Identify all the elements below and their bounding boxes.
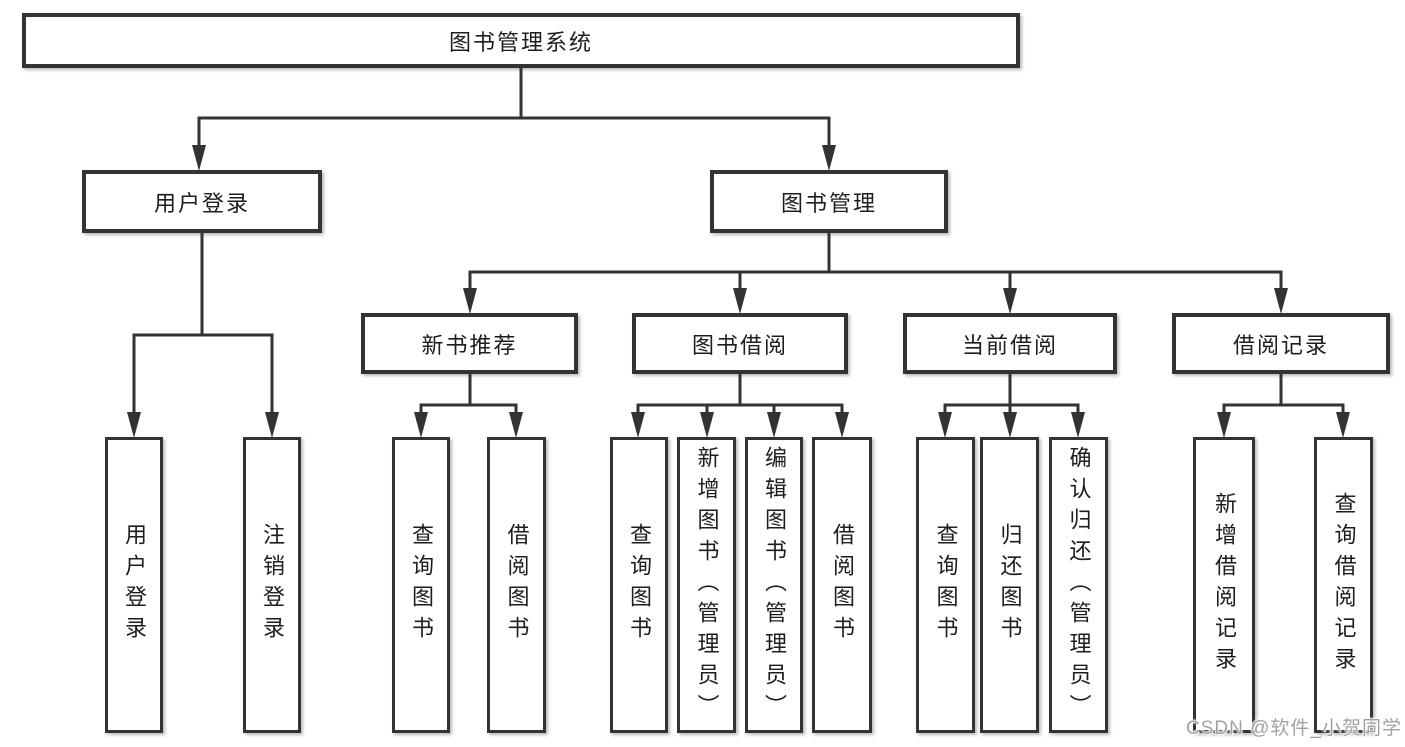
leaf-logout-label: 注销登录	[260, 523, 285, 647]
node-current-borrowing-label: 当前借阅	[961, 332, 1058, 358]
leaf-records-add-record-label: 新增借阅记录	[1212, 492, 1237, 678]
leaf-current-query-books-label: 查询图书	[933, 523, 959, 647]
leaf-borrowing-add-books-admin: 新增图书（管理员）	[677, 437, 736, 733]
node-borrowing-records-label: 借阅记录	[1232, 332, 1329, 358]
leaf-records-query-record: 查询借阅记录	[1314, 437, 1373, 733]
node-root: 图书管理系统	[22, 13, 1020, 68]
leaf-records-add-record: 新增借阅记录	[1193, 437, 1255, 733]
node-book-management: 图书管理	[710, 170, 948, 233]
leaf-current-query-books: 查询图书	[916, 437, 975, 733]
leaf-borrowing-add-books-admin-label: 新增图书（管理员）	[694, 445, 720, 725]
node-current-borrowing: 当前借阅	[903, 313, 1117, 374]
leaf-recommend-borrow-books: 借阅图书	[487, 437, 546, 733]
leaf-borrowing-query-books-label: 查询图书	[627, 523, 652, 647]
node-new-book-recommend: 新书推荐	[361, 313, 578, 374]
leaf-borrowing-edit-books-admin: 编辑图书（管理员）	[745, 437, 803, 733]
node-user-login-label: 用户登录	[153, 190, 250, 216]
leaf-records-query-record-label: 查询借阅记录	[1331, 492, 1357, 678]
leaf-user-login-label: 用户登录	[122, 523, 147, 647]
leaf-current-confirm-return-admin-label: 确认归还（管理员）	[1066, 445, 1092, 725]
leaf-current-confirm-return-admin: 确认归还（管理员）	[1049, 437, 1108, 733]
node-borrowing-records: 借阅记录	[1172, 313, 1390, 374]
node-book-borrowing-label: 图书借阅	[691, 332, 788, 358]
leaf-recommend-query-books-label: 查询图书	[409, 523, 434, 647]
leaf-recommend-query-books: 查询图书	[392, 437, 450, 733]
node-book-borrowing: 图书借阅	[632, 313, 848, 374]
leaf-borrowing-edit-books-admin-label: 编辑图书（管理员）	[762, 445, 787, 725]
leaf-current-return-books-label: 归还图书	[997, 523, 1023, 647]
leaf-borrowing-borrow-books-label: 借阅图书	[830, 523, 855, 647]
node-root-label: 图书管理系统	[448, 29, 593, 55]
node-book-management-label: 图书管理	[780, 190, 877, 216]
leaf-current-return-books: 归还图书	[980, 437, 1039, 733]
leaf-user-login: 用户登录	[105, 437, 163, 733]
leaf-logout: 注销登录	[243, 437, 301, 733]
leaf-borrowing-query-books: 查询图书	[610, 437, 668, 733]
leaf-borrowing-borrow-books: 借阅图书	[812, 437, 872, 733]
node-user-login: 用户登录	[82, 170, 322, 233]
watermark-text: CSDN @软件_小贺同学	[1186, 718, 1402, 739]
node-new-book-recommend-label: 新书推荐	[421, 332, 518, 358]
leaf-recommend-borrow-books-label: 借阅图书	[504, 523, 530, 647]
